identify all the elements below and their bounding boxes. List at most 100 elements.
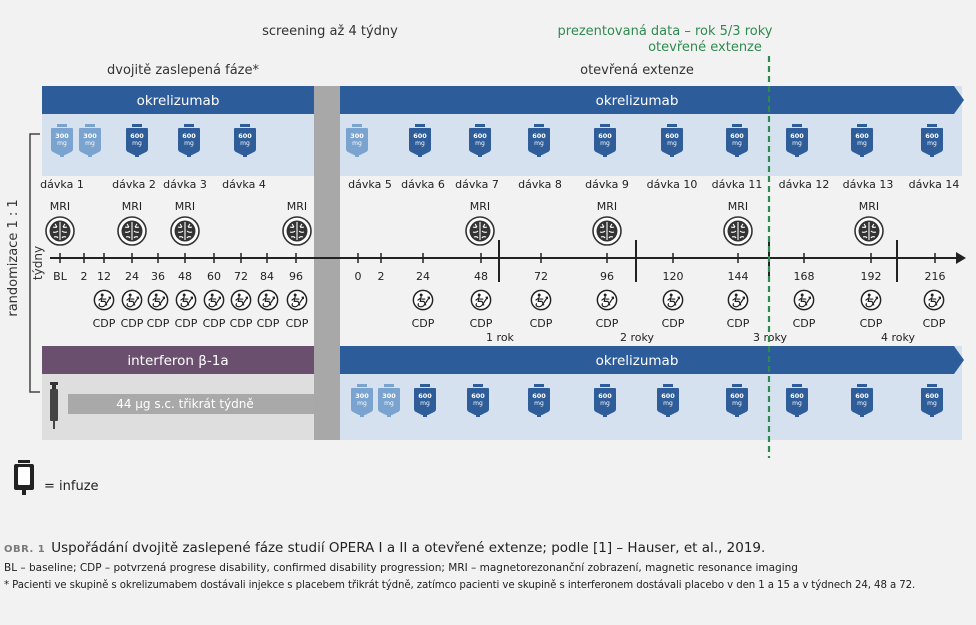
svg-text:MRI: MRI bbox=[287, 200, 307, 213]
bottom-arm-label-right: okrelizumab bbox=[596, 353, 679, 369]
caption-title: Uspořádání dvojitě zaslepené fáze studií… bbox=[51, 540, 766, 556]
week-label: 48 bbox=[178, 270, 192, 283]
svg-text:300: 300 bbox=[355, 392, 369, 400]
open-extension-label: otevřená extenze bbox=[580, 63, 694, 78]
svg-text:300: 300 bbox=[382, 392, 396, 400]
dose-label: dávka 8 bbox=[518, 178, 562, 191]
svg-text:mg: mg bbox=[85, 140, 95, 147]
bottom-arm-label-left: interferon β-1a bbox=[127, 353, 228, 369]
svg-text:mg: mg bbox=[420, 400, 430, 407]
dose-label: dávka 4 bbox=[222, 178, 266, 191]
svg-text:600: 600 bbox=[855, 132, 869, 140]
svg-text:600: 600 bbox=[413, 132, 427, 140]
svg-text:300: 300 bbox=[350, 132, 364, 140]
week-label: 24 bbox=[416, 270, 430, 283]
axis-title: týdny bbox=[31, 246, 45, 280]
cdp-icon: CDP bbox=[727, 289, 750, 330]
randomization-label: randomizace 1 : 1 bbox=[6, 199, 21, 316]
presented-data-label-2: otevřené extenze bbox=[648, 40, 762, 55]
week-label: 12 bbox=[97, 270, 111, 283]
presented-data-label-1: prezentovaná data – rok 5/3 roky bbox=[558, 24, 773, 39]
svg-text:MRI: MRI bbox=[859, 200, 879, 213]
timeline-arrow bbox=[956, 252, 966, 264]
svg-text:mg: mg bbox=[600, 400, 610, 407]
svg-text:CDP: CDP bbox=[286, 317, 309, 330]
svg-text:mg: mg bbox=[600, 140, 610, 147]
week-label: BL bbox=[53, 270, 68, 283]
week-label: 168 bbox=[794, 270, 815, 283]
svg-text:CDP: CDP bbox=[923, 317, 946, 330]
bottom-arm-bar-left bbox=[42, 346, 314, 374]
week-label: 72 bbox=[234, 270, 248, 283]
svg-text:CDP: CDP bbox=[203, 317, 226, 330]
svg-text:CDP: CDP bbox=[175, 317, 198, 330]
svg-text:CDP: CDP bbox=[412, 317, 435, 330]
svg-text:CDP: CDP bbox=[121, 317, 144, 330]
week-label: 0 bbox=[355, 270, 362, 283]
svg-text:600: 600 bbox=[730, 132, 744, 140]
svg-text:CDP: CDP bbox=[860, 317, 883, 330]
year-label: 1 rok bbox=[486, 331, 515, 344]
svg-text:600: 600 bbox=[925, 392, 939, 400]
figure-caption: OBR. 1 Uspořádání dvojitě zaslepené fáze … bbox=[4, 540, 972, 591]
svg-text:600: 600 bbox=[238, 132, 252, 140]
svg-text:MRI: MRI bbox=[50, 200, 70, 213]
mri-brain-icon: MRI bbox=[465, 200, 495, 246]
week-label: 144 bbox=[728, 270, 749, 283]
cdp-icon: CDP bbox=[923, 289, 946, 330]
svg-text:300: 300 bbox=[83, 132, 97, 140]
svg-text:CDP: CDP bbox=[257, 317, 280, 330]
svg-text:600: 600 bbox=[532, 132, 546, 140]
svg-text:CDP: CDP bbox=[93, 317, 116, 330]
top-arm-label-left: okrelizumab bbox=[137, 93, 220, 109]
screening-separator bbox=[314, 86, 340, 440]
mri-brain-icon: MRI bbox=[45, 200, 75, 246]
svg-text:600: 600 bbox=[532, 392, 546, 400]
svg-text:mg: mg bbox=[857, 400, 867, 407]
svg-text:mg: mg bbox=[475, 140, 485, 147]
caption-label: OBR. 1 bbox=[4, 544, 46, 555]
week-label: 2 bbox=[81, 270, 88, 283]
top-arm-bar-right bbox=[340, 86, 964, 114]
svg-text:mg: mg bbox=[384, 400, 394, 407]
svg-text:MRI: MRI bbox=[597, 200, 617, 213]
svg-text:600: 600 bbox=[598, 392, 612, 400]
week-label: 72 bbox=[534, 270, 548, 283]
svg-text:mg: mg bbox=[473, 400, 483, 407]
caption-abbreviations: BL – baseline; CDP – potvrzená progrese … bbox=[4, 562, 798, 574]
week-label: 96 bbox=[600, 270, 614, 283]
svg-text:600: 600 bbox=[418, 392, 432, 400]
randomization-bracket bbox=[29, 133, 40, 393]
week-label: 192 bbox=[861, 270, 882, 283]
svg-text:CDP: CDP bbox=[662, 317, 685, 330]
svg-text:MRI: MRI bbox=[122, 200, 142, 213]
opera-study-diagram: screening až 4 týdny dvojitě zaslepená f… bbox=[6, 24, 966, 495]
bottom-arm-bar-right bbox=[340, 346, 964, 374]
svg-text:CDP: CDP bbox=[530, 317, 553, 330]
cdp-icon: CDP bbox=[230, 289, 253, 330]
svg-text:CDP: CDP bbox=[230, 317, 253, 330]
svg-text:MRI: MRI bbox=[175, 200, 195, 213]
syringe-icon bbox=[50, 382, 58, 429]
svg-text:mg: mg bbox=[184, 140, 194, 147]
svg-text:600: 600 bbox=[473, 132, 487, 140]
dose-label: dávka 5 bbox=[348, 178, 392, 191]
svg-text:mg: mg bbox=[792, 400, 802, 407]
svg-text:600: 600 bbox=[790, 132, 804, 140]
legend-infusion-label: = infuze bbox=[44, 479, 99, 494]
week-label: 24 bbox=[125, 270, 139, 283]
dose-label: dávka 12 bbox=[779, 178, 830, 191]
mri-brain-icon: MRI bbox=[592, 200, 622, 246]
